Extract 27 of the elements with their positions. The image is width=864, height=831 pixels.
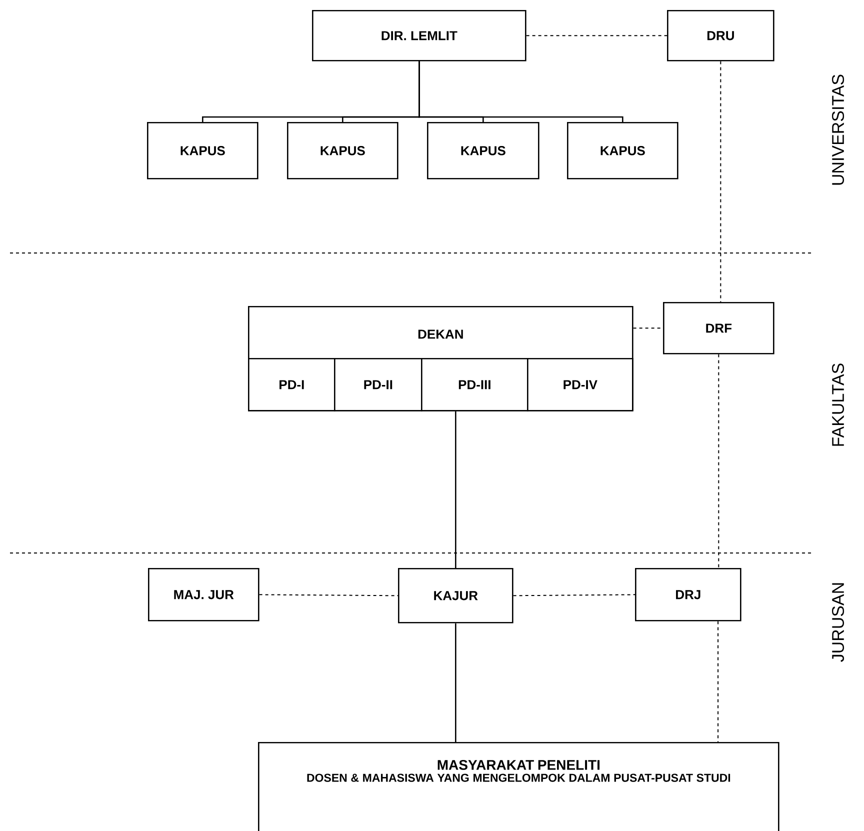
cell: PD-I <box>248 358 336 412</box>
cell: PD-III <box>421 358 528 412</box>
connector <box>455 411 456 568</box>
org-box: DRF <box>663 302 774 354</box>
connector <box>418 61 624 122</box>
connector <box>720 60 722 302</box>
connector <box>512 594 636 596</box>
connector <box>632 328 664 329</box>
connector <box>455 623 456 742</box>
connector <box>526 35 668 36</box>
org-box: KAJUR <box>398 568 514 624</box>
org-box: MAJ. JUR <box>148 568 260 622</box>
org-box: KAPUS <box>567 122 678 180</box>
cell: PD-IV <box>527 358 634 412</box>
org-box: DRJ <box>635 568 742 622</box>
org-box: DRU <box>667 10 774 62</box>
section-label: JURUSAN <box>832 583 844 662</box>
cell: PD-II <box>334 358 422 412</box>
org-box: KAPUS <box>147 122 258 180</box>
org-box: MASYARAKAT PENELITI DOSEN & MAHASISWA YANG MENGELOMPOK DALAM PUSAT-PUSAT STUDI <box>258 742 780 831</box>
org-box: KAPUS <box>287 122 398 180</box>
section-label: UNIVERSITAS <box>832 74 844 185</box>
org-box: KAPUS <box>427 122 540 180</box>
section-label: FAKULTAS <box>832 364 844 446</box>
org-box: DIR. LEMLIT <box>312 10 526 62</box>
connector <box>258 594 398 596</box>
connector <box>718 354 720 568</box>
